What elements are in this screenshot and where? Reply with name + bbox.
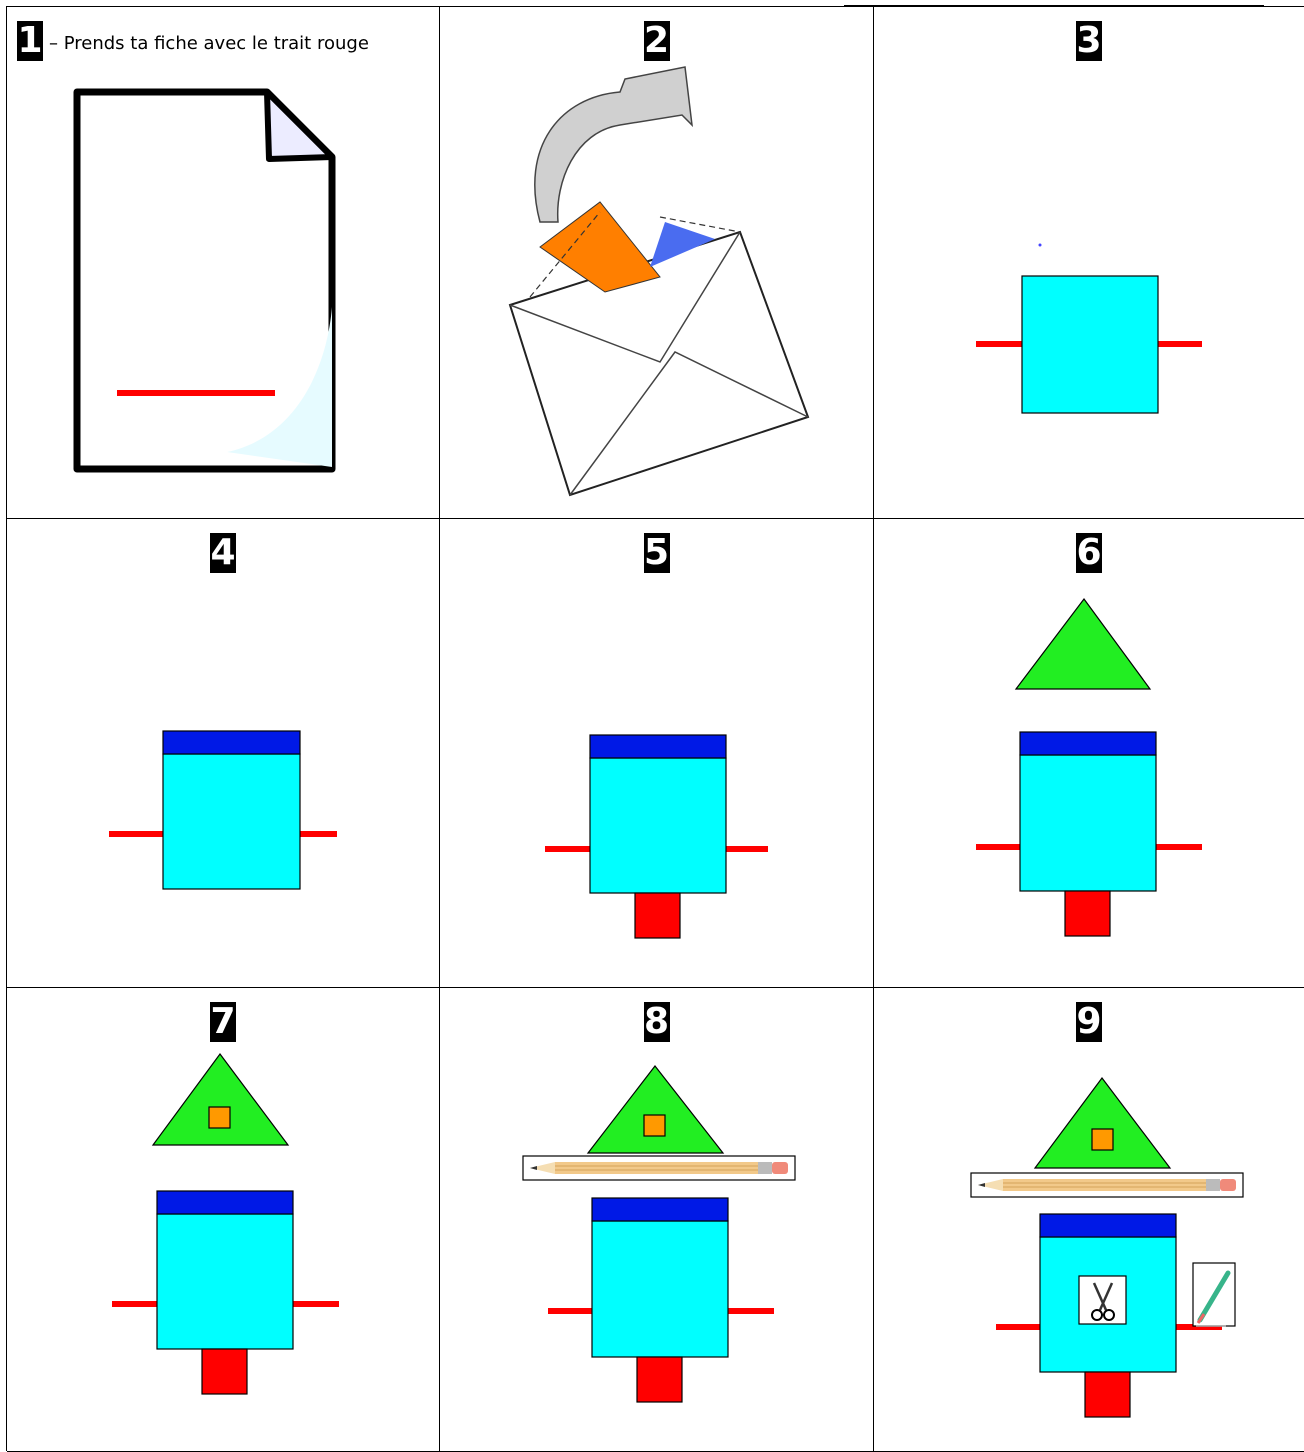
red-foot (636, 1356, 683, 1403)
blue-band (156, 1190, 294, 1215)
envelope-icon (508, 66, 810, 497)
left-arm (548, 1308, 594, 1314)
step-number: 3 (1076, 20, 1102, 61)
step-number: 7 (210, 1001, 236, 1042)
robot-step-6 (976, 597, 1202, 937)
arrow-icon (534, 66, 694, 223)
right-arm (297, 831, 337, 837)
orange-window (643, 1114, 666, 1137)
document-icon (73, 88, 336, 473)
step-7-cell: 7 (7, 988, 440, 1452)
left-arm (976, 341, 1022, 347)
step-3-cell: 3 (874, 7, 1304, 519)
scissors-icon (1078, 1275, 1127, 1325)
step-5-cell: 5 (440, 519, 874, 988)
top-rule (844, 0, 1264, 6)
step-number: 2 (643, 20, 670, 61)
robot-step-4 (109, 730, 337, 890)
right-arm (1156, 844, 1202, 850)
left-arm (996, 1324, 1042, 1330)
left-arm (976, 844, 1022, 850)
body-square (162, 753, 301, 890)
step-number: 6 (1076, 532, 1102, 573)
right-arm (726, 846, 768, 852)
red-foot (201, 1348, 248, 1395)
pencil-icon (522, 1155, 796, 1181)
robot-step-3 (976, 243, 1202, 414)
red-foot (1084, 1371, 1131, 1418)
pencil-icon (970, 1172, 1244, 1198)
body-square (589, 757, 727, 894)
green-triangle (1014, 597, 1152, 690)
green-triangle (1033, 1076, 1172, 1169)
body-square (156, 1213, 294, 1350)
instruction-grid: 1 – Prends ta fiche avec le trait rouge … (6, 6, 1304, 1452)
robot-step-9 (970, 1076, 1244, 1418)
robot-step-7 (112, 1052, 339, 1395)
step-number: 9 (1076, 1001, 1102, 1042)
pen-icon (1192, 1262, 1236, 1327)
red-line (117, 390, 275, 396)
body-square (591, 1220, 729, 1358)
step-number: 5 (643, 532, 670, 573)
left-arm (112, 1301, 158, 1307)
orange-window (1091, 1128, 1114, 1151)
step-number: 8 (643, 1001, 670, 1042)
blue-band (589, 734, 727, 759)
red-foot (634, 892, 681, 939)
left-arm (545, 846, 591, 852)
body-square (1021, 275, 1159, 414)
red-foot (1064, 890, 1111, 937)
green-triangle (586, 1065, 725, 1154)
step-8-cell: 8 (440, 988, 874, 1452)
step-number: 4 (210, 532, 236, 573)
blue-band (1039, 1213, 1177, 1238)
right-arm (293, 1301, 339, 1307)
robot-step-8 (522, 1065, 796, 1403)
step-number: 1 (17, 20, 43, 61)
left-arm (109, 831, 165, 837)
right-arm (1156, 341, 1202, 347)
step-6-cell: 6 (874, 519, 1304, 988)
step-2-cell: 2 (440, 7, 874, 519)
robot-step-5 (545, 734, 768, 939)
blue-band (162, 730, 301, 755)
green-triangle (151, 1052, 290, 1146)
right-arm (1176, 1324, 1222, 1330)
step-9-cell: 9 (874, 988, 1304, 1452)
body-square (1019, 754, 1157, 892)
step-1-caption: – Prends ta fiche avec le trait rouge (49, 33, 369, 54)
orange-window (208, 1106, 231, 1129)
blue-band (591, 1197, 729, 1222)
step-4-cell: 4 (7, 519, 440, 988)
step-1-cell: 1 – Prends ta fiche avec le trait rouge (7, 7, 440, 519)
right-arm (728, 1308, 774, 1314)
blue-band (1019, 731, 1157, 756)
